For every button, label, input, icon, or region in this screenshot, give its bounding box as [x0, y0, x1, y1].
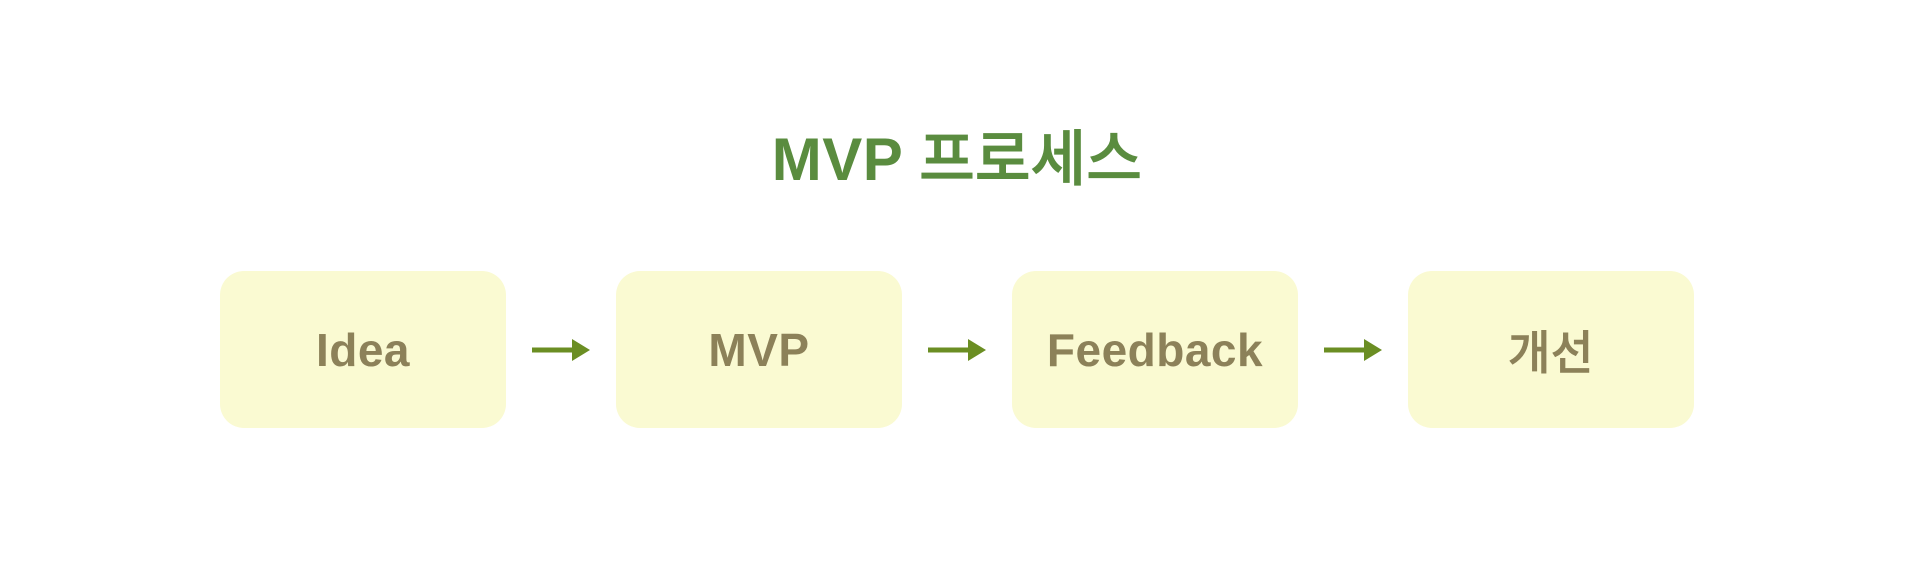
flow-node-mvp-label: MVP	[708, 323, 810, 376]
flow-node-idea-label: Idea	[315, 323, 411, 376]
connector-2	[902, 271, 1012, 428]
flow-node-feedback: Feedback	[1012, 271, 1298, 428]
flow-node-feedback-label: Feedback	[1046, 323, 1264, 376]
page-title: MVP 프로세스	[771, 126, 1143, 193]
flow-node-improvement: 개선	[1408, 271, 1694, 428]
arrow-right-icon	[1324, 338, 1382, 361]
diagram-content: MVP 프로세스 Idea MVP Feed	[220, 0, 1694, 568]
arrow-right-icon	[532, 338, 590, 361]
process-flow-row: Idea MVP Feedback	[220, 271, 1694, 428]
flow-node-mvp: MVP	[616, 271, 902, 428]
connector-3	[1298, 271, 1408, 428]
flow-node-idea: Idea	[220, 271, 506, 428]
flow-node-improvement-label: 개선	[1508, 326, 1594, 379]
connector-1	[506, 271, 616, 428]
arrow-right-icon	[928, 338, 986, 361]
